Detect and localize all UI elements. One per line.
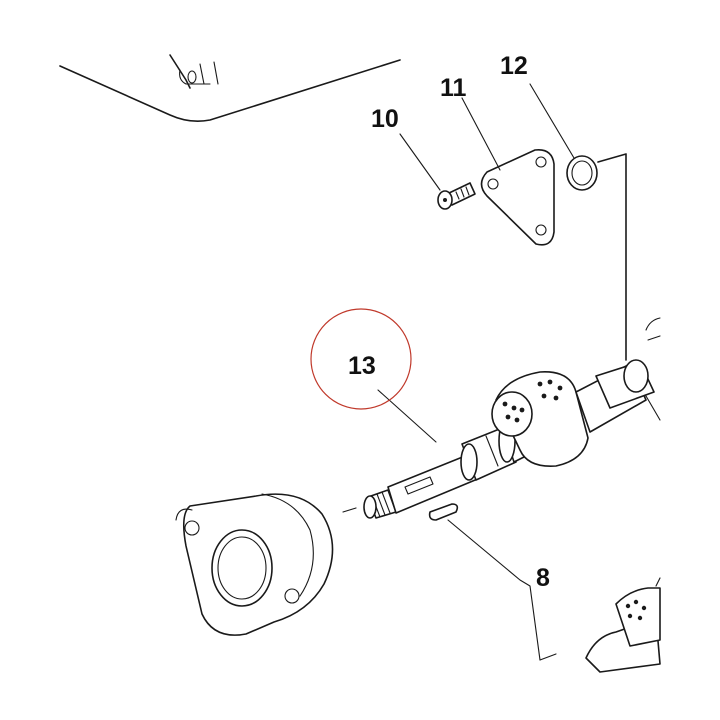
engine-block-outline bbox=[59, 54, 401, 122]
leader-13 bbox=[377, 389, 437, 443]
leader-12 bbox=[529, 83, 575, 159]
callout-labels: 10 11 12 13 8 bbox=[348, 52, 550, 592]
leader-8 bbox=[447, 519, 541, 661]
leader-11 bbox=[461, 97, 501, 171]
part-13-camshaft bbox=[342, 317, 661, 519]
assembly-bracket-line bbox=[597, 153, 627, 361]
leader-10 bbox=[399, 133, 441, 191]
leader-lines bbox=[377, 83, 575, 661]
callout-13: 13 bbox=[348, 352, 376, 380]
highlight-circle bbox=[310, 308, 412, 410]
callout-8: 8 bbox=[536, 564, 550, 592]
callout-12: 12 bbox=[500, 52, 528, 80]
part-12-o-ring bbox=[566, 155, 598, 191]
callout-11: 11 bbox=[440, 74, 467, 102]
housing-cover bbox=[175, 493, 334, 636]
part-11-plate bbox=[480, 148, 555, 246]
part-10-bolt bbox=[437, 182, 476, 210]
part-8-key bbox=[428, 503, 459, 521]
callout-10: 10 bbox=[371, 105, 399, 133]
secondary-camshaft-partial bbox=[539, 577, 661, 673]
